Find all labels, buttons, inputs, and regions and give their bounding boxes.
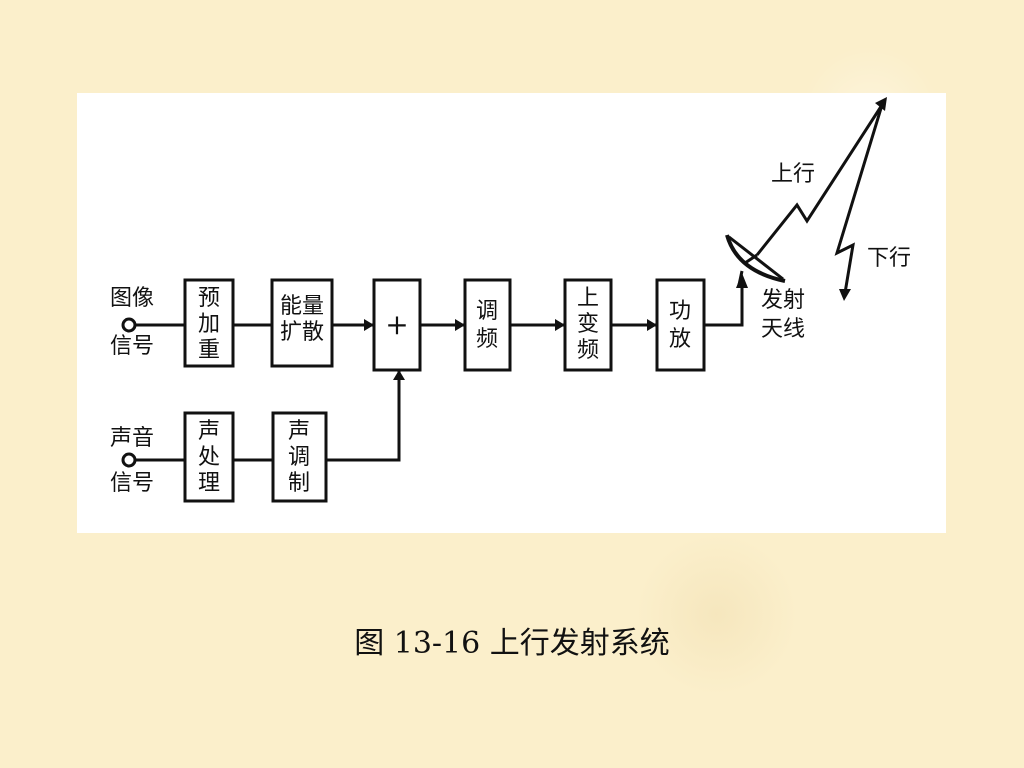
arrow-head xyxy=(647,319,657,331)
block-audio-processing-char: 声 xyxy=(198,419,220,444)
audio-signal-label: 信号 xyxy=(110,471,154,496)
transmission-diagram: 预 加 重 能量 扩散 + 调 频 上 变 频 功 放 声 处 理 声 调 制 … xyxy=(110,97,911,503)
arrow-head xyxy=(393,370,405,380)
block-audio-modulation-char: 调 xyxy=(288,445,310,470)
line-audiomod-to-adder xyxy=(326,370,401,462)
line-amp-to-antenna xyxy=(704,283,744,327)
antenna-label: 天线 xyxy=(761,317,805,342)
block-pre-emphasis-char: 重 xyxy=(198,338,220,363)
figure-number: 图 13-16 xyxy=(354,626,481,661)
audio-signal-label: 声音 xyxy=(110,426,154,451)
arrow-head xyxy=(364,319,374,331)
block-audio-modulation-char: 声 xyxy=(288,419,310,444)
block-adder-symbol: + xyxy=(385,308,408,341)
block-pre-emphasis-char: 预 xyxy=(198,286,220,311)
block-modulation xyxy=(463,278,512,372)
downlink-zigzag xyxy=(834,104,884,294)
block-energy-dispersal-line: 扩散 xyxy=(280,320,324,345)
arrow-head xyxy=(875,97,887,111)
figure-caption: 图 13-16 上行发射系统 xyxy=(0,618,1024,662)
uplink-zigzag xyxy=(755,104,884,256)
antenna-icon xyxy=(725,234,786,286)
antenna-label: 发射 xyxy=(761,288,805,313)
block-audio-processing-char: 处 xyxy=(198,445,220,470)
audio-input-terminal xyxy=(121,452,137,468)
arrow-head xyxy=(455,319,465,331)
block-upconversion xyxy=(563,278,613,372)
downlink-label: 下行 xyxy=(867,246,911,271)
block-upconversion-char: 变 xyxy=(577,312,599,337)
block-power-amp-char: 放 xyxy=(669,327,691,352)
block-upconversion-char: 上 xyxy=(577,286,599,311)
block-energy-dispersal xyxy=(270,278,334,368)
uplink-label: 上行 xyxy=(771,162,815,187)
block-modulation-char: 调 xyxy=(476,299,498,324)
diagram-panel: 预 加 重 能量 扩散 + 调 频 上 变 频 功 放 声 处 理 声 调 制 … xyxy=(77,93,946,533)
block-modulation-char: 频 xyxy=(476,327,498,352)
block-audio-processing-char: 理 xyxy=(198,471,220,496)
block-energy-dispersal-line: 能量 xyxy=(280,294,324,319)
block-pre-emphasis-char: 加 xyxy=(198,312,220,337)
block-audio-modulation xyxy=(271,411,328,503)
figure-title: 上行发射系统 xyxy=(489,626,670,661)
block-pre-emphasis xyxy=(183,278,235,368)
block-power-amp-char: 功 xyxy=(669,299,691,324)
image-signal-label: 图像 xyxy=(110,286,154,311)
block-adder xyxy=(372,278,422,372)
block-audio-modulation-char: 制 xyxy=(288,471,310,496)
block-power-amp xyxy=(655,278,706,372)
block-upconversion-char: 频 xyxy=(577,338,599,363)
arrow-head xyxy=(555,319,565,331)
arrow-head xyxy=(839,289,851,301)
block-audio-processing xyxy=(183,411,235,503)
image-signal-label: 信号 xyxy=(110,334,154,359)
image-input-terminal xyxy=(121,317,137,333)
